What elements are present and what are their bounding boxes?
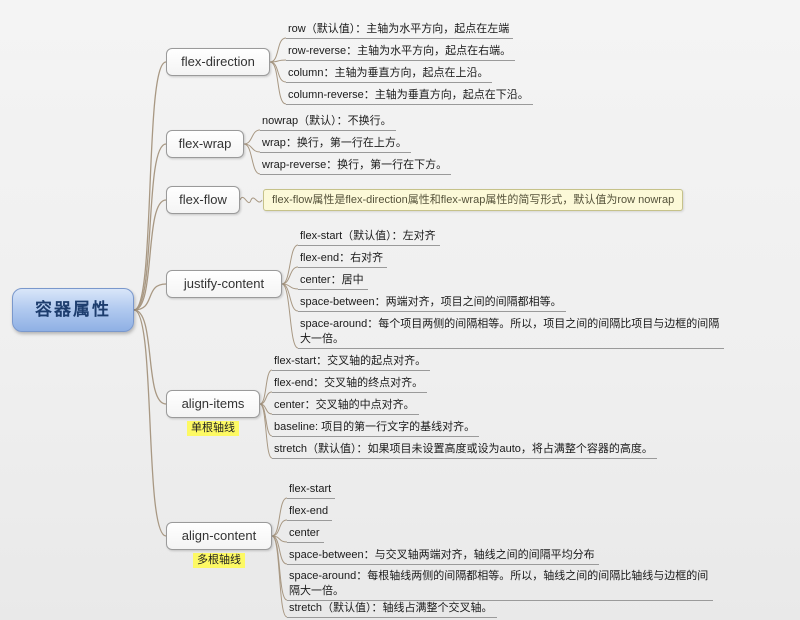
leaf-node[interactable]: row（默认值）：主轴为水平方向，起点在左端: [286, 22, 514, 39]
leaf-node[interactable]: flex-start: [287, 482, 336, 499]
connector-root-flex-wrap: [133, 143, 167, 311]
leaf-node[interactable]: center: [287, 526, 324, 543]
connector-leaf: [269, 37, 287, 63]
leaf-node[interactable]: flex-end: [287, 504, 333, 521]
tag-label-single-axis: 单根轴线: [187, 421, 239, 436]
root-node-container-properties[interactable]: 容器属性: [12, 288, 134, 332]
leaf-node[interactable]: stretch（默认值）：如果项目未设置高度或设为auto，将占满整个容器的高度…: [272, 442, 657, 459]
leaf-node[interactable]: center：交叉轴的中点对齐。: [272, 398, 419, 415]
leaf-node[interactable]: row-reverse：主轴为水平方向，起点在右端。: [286, 44, 516, 61]
connector-root-align-content: [133, 309, 167, 537]
connector-leaf: [243, 143, 261, 175]
leaf-node[interactable]: space-around：每根轴线两侧的间隔都相等。所以，轴线之间的间隔比轴线与…: [287, 569, 713, 601]
leaf-node[interactable]: stretch（默认值）：轴线占满整个交叉轴。: [287, 601, 497, 618]
connector-leaf: [271, 535, 288, 565]
connector-leaf: [269, 61, 287, 83]
branch-node-align-content[interactable]: align-content: [166, 522, 272, 550]
connector-leaf: [281, 244, 299, 285]
connector-leaf: [269, 61, 287, 105]
connector-root-align-items: [133, 309, 167, 405]
leaf-node[interactable]: center：居中: [298, 273, 368, 290]
leaf-node[interactable]: nowrap（默认）：不换行。: [260, 114, 396, 131]
connector-leaf: [243, 129, 261, 145]
branch-node-flex-flow[interactable]: flex-flow: [166, 186, 240, 214]
tag-label-multi-axis: 多根轴线: [193, 553, 245, 568]
leaf-node[interactable]: flex-start：交叉轴的起点对齐。: [272, 354, 431, 371]
leaf-node[interactable]: wrap：换行，第一行在上方。: [260, 136, 411, 153]
connector-leaf: [271, 535, 288, 601]
connector-leaf: [259, 369, 273, 405]
leaf-node[interactable]: column：主轴为垂直方向，起点在上沿。: [286, 66, 493, 83]
leaf-node[interactable]: flex-end：右对齐: [298, 251, 388, 268]
leaf-node[interactable]: space-around：每个项目两侧的间隔相等。所以，项目之间的间隔比项目与边…: [298, 317, 724, 349]
branch-node-align-items[interactable]: align-items: [166, 390, 260, 418]
connector-leaf: [259, 391, 273, 405]
connector-leaf: [271, 497, 288, 537]
leaf-node[interactable]: wrap-reverse：换行，第一行在下方。: [260, 158, 452, 175]
note-box-flex-flow[interactable]: flex-flow属性是flex-direction属性和flex-wrap属性…: [263, 189, 684, 211]
leaf-node[interactable]: flex-end：交叉轴的终点对齐。: [272, 376, 428, 393]
connector-leaf: [281, 283, 299, 349]
branch-node-justify-content[interactable]: justify-content: [166, 270, 282, 298]
connector-root-flex-flow: [133, 199, 167, 311]
leaf-node[interactable]: column-reverse：主轴为垂直方向，起点在下沿。: [286, 88, 533, 105]
connector-root-flex-direction: [133, 61, 167, 311]
connector-leaf: [259, 403, 273, 459]
leaf-node[interactable]: baseline: 项目的第一行文字的基线对齐。: [272, 420, 480, 437]
connector-leaf: [271, 519, 288, 537]
connector-leaf: [281, 283, 299, 312]
connector-leaf: [281, 266, 299, 285]
connector-leaf: [271, 535, 288, 618]
branch-node-flex-direction[interactable]: flex-direction: [166, 48, 270, 76]
connector-root-justify-content: [133, 283, 167, 311]
connector-note-squiggle: [239, 196, 263, 204]
branch-node-flex-wrap[interactable]: flex-wrap: [166, 130, 244, 158]
leaf-node[interactable]: space-between：两端对齐，项目之间的间隔都相等。: [298, 295, 566, 312]
leaf-node[interactable]: space-between：与交叉轴两端对齐，轴线之间的间隔平均分布: [287, 548, 599, 565]
leaf-node[interactable]: flex-start（默认值）：左对齐: [298, 229, 440, 246]
